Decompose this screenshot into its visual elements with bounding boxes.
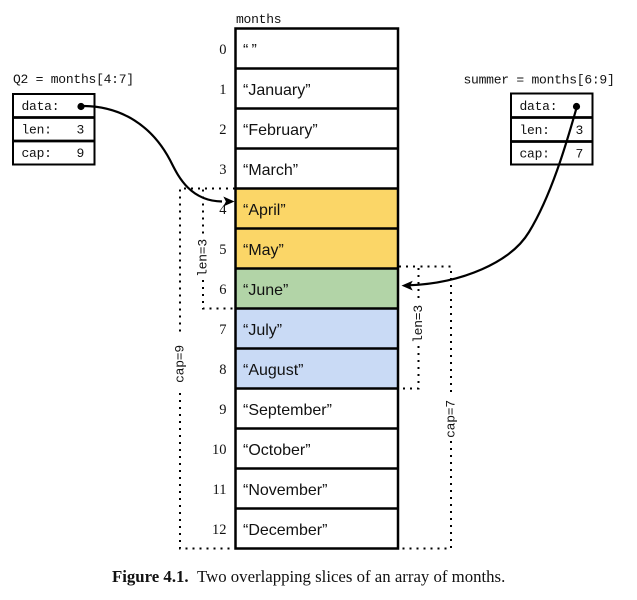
svg-text:3: 3: [76, 123, 84, 138]
svg-text:“September”: “September”: [243, 402, 332, 419]
svg-text:“May”: “May”: [243, 242, 284, 259]
svg-text:data:: data:: [520, 99, 558, 114]
svg-text:“August”: “August”: [243, 362, 303, 379]
svg-text:2: 2: [219, 122, 226, 138]
svg-text:“October”: “October”: [243, 442, 311, 459]
svg-text:“June”: “June”: [243, 282, 288, 299]
svg-text:3: 3: [575, 123, 583, 138]
svg-text:len:: len:: [520, 123, 550, 138]
svg-text:cap:: cap:: [520, 147, 550, 162]
svg-text:“July”: “July”: [243, 322, 282, 339]
svg-text:11: 11: [213, 482, 227, 498]
svg-text:cap=9: cap=9: [173, 345, 188, 383]
svg-text:1: 1: [219, 82, 226, 98]
svg-text:10: 10: [212, 442, 227, 458]
svg-text:months: months: [236, 12, 281, 27]
svg-text:cap=7: cap=7: [444, 400, 459, 438]
svg-text:“February”: “February”: [243, 122, 318, 139]
svg-text:7: 7: [219, 322, 226, 338]
svg-text:0: 0: [219, 42, 226, 58]
svg-text:“December”: “December”: [243, 522, 327, 539]
svg-text:len:: len:: [22, 123, 52, 138]
svg-text:“November”: “November”: [243, 482, 327, 499]
svg-text:6: 6: [219, 282, 226, 298]
svg-text:9: 9: [76, 146, 84, 161]
svg-text:7: 7: [575, 147, 583, 162]
svg-text:summer = months[6:9]: summer = months[6:9]: [464, 73, 615, 88]
svg-text:4: 4: [219, 202, 227, 218]
svg-text:5: 5: [219, 242, 226, 258]
svg-text:9: 9: [219, 402, 226, 418]
svg-text:cap:: cap:: [22, 146, 52, 161]
svg-text:“January”: “January”: [243, 82, 311, 99]
svg-text:12: 12: [212, 522, 227, 538]
svg-text:Figure 4.1. Two overlapping s: Figure 4.1. Two overlapping slices of an…: [112, 567, 505, 586]
svg-text:len=3: len=3: [411, 305, 426, 343]
svg-text:data:: data:: [22, 99, 60, 114]
svg-text:3: 3: [219, 162, 226, 178]
svg-text:“April”: “April”: [243, 202, 286, 219]
svg-text:len=3: len=3: [196, 239, 211, 277]
svg-text:“ ”: “ ”: [243, 42, 257, 59]
svg-text:“March”: “March”: [243, 162, 298, 179]
svg-text:8: 8: [219, 362, 226, 378]
svg-text:Q2 = months[4:7]: Q2 = months[4:7]: [13, 72, 134, 87]
